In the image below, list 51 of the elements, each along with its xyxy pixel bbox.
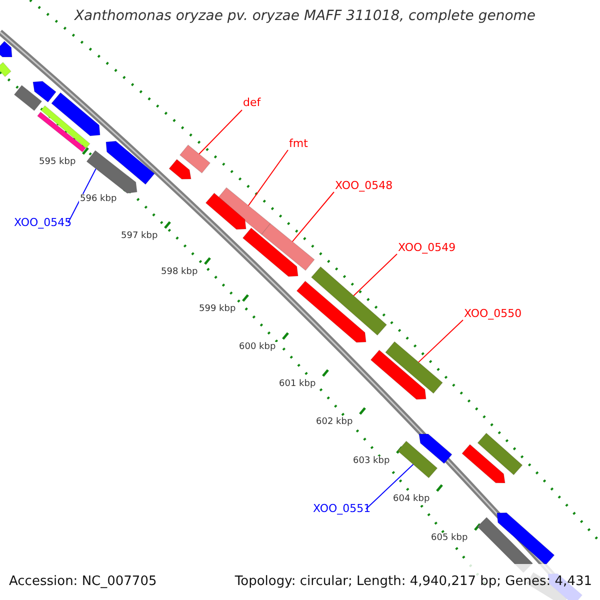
gene-label: XOO_0551 [313,503,371,514]
scale-label: 600 kbp [238,342,277,353]
gene-bar [462,444,506,484]
gene-bar [51,92,100,136]
gene-label: fmt [289,138,308,149]
gene-bar [477,432,523,476]
scale-label: 601 kbp [278,379,317,390]
gene-bar [168,158,192,180]
gene-bar [179,144,211,174]
leader-line [353,254,398,296]
gene-bar [37,112,86,152]
accession-label: Accession: NC_007705 [9,575,157,588]
title: Xanthomonas oryzae pv. oryzae MAFF 311018, complete genome [73,9,537,23]
scale-label: 603 kbp [352,456,391,467]
gene-bar [86,150,138,194]
gene-bar [0,40,12,58]
gene-bar [385,341,443,394]
gene-label: def [243,97,261,108]
scale-label: 599 kbp [198,304,237,315]
gene-label: XOO_0548 [335,180,393,191]
gene-bar [40,105,90,149]
leader-line [366,464,414,510]
gene-bar [296,280,366,343]
leader-line [248,150,288,206]
gene-bar [370,350,426,400]
gene-bar [261,223,315,271]
gene-bar [205,192,246,230]
gene-bar [106,140,155,185]
gene-label: XOO_0545 [14,217,72,228]
gene-bar [310,266,388,336]
scale-label: 596 kbp [79,194,118,205]
scale-label: 598 kbp [160,267,199,278]
gene-bar [0,62,12,78]
scale-label: 597 kbp [120,231,159,242]
leader-line [68,168,96,224]
gene-label: XOO_0549 [398,242,456,253]
gene-bar [242,228,298,277]
genome-info-label: Topology: circular; Length: 4,940,217 bp; Genes: 4,431 [234,575,592,588]
leader-line [292,192,334,242]
gene-bar [418,434,452,464]
leader-line [418,320,464,363]
scale-label: 604 kbp [392,494,431,505]
gene-label: XOO_0550 [464,308,522,319]
scale-label: 605 kbp [430,533,469,544]
scale-label: 602 kbp [315,417,354,428]
gene-bar [14,84,42,112]
gene-bar [397,440,438,478]
leader-line [198,110,242,154]
gene-bar [32,80,56,103]
scale-label: 595 kbp [38,157,77,168]
gene-bar [217,187,271,235]
